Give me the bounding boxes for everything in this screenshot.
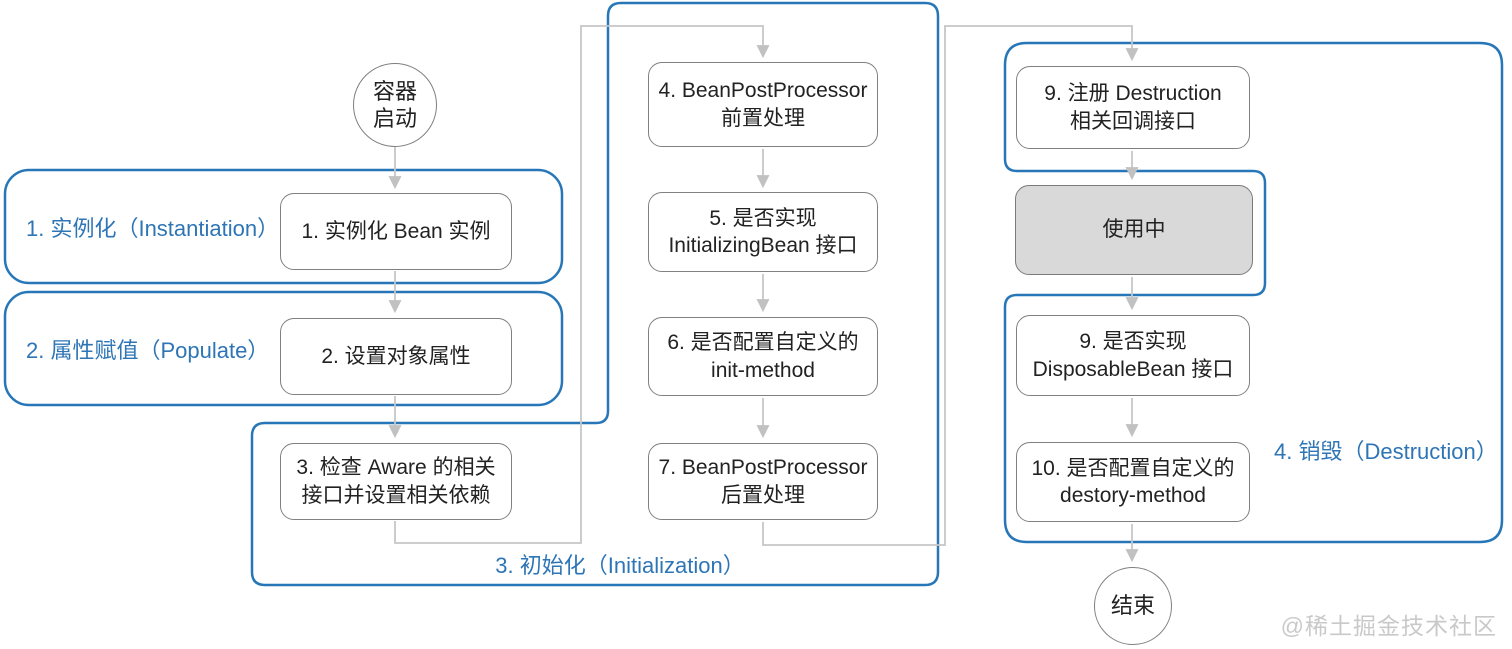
- populate-container: [3, 290, 564, 407]
- watermark: @稀土掘金技术社区: [1281, 607, 1497, 641]
- step-box-set-properties: 2. 设置对象属性: [280, 318, 512, 395]
- step-box-bpp-before-label: 4. BeanPostProcessor 前置处理: [658, 79, 868, 130]
- step-box-disposable-bean: 9. 是否实现 DisposableBean 接口: [1016, 315, 1250, 396]
- step-box-initializing-bean: 5. 是否实现 InitializingBean 接口: [648, 192, 878, 272]
- step-box-register-destruction: 9. 注册 Destruction 相关回调接口: [1016, 66, 1250, 149]
- step-box-disposable-bean-label: 9. 是否实现 DisposableBean 接口: [1032, 330, 1234, 381]
- state-box-in-use: 使用中: [1015, 185, 1253, 275]
- step-box-bpp-after-label: 7. BeanPostProcessor 后置处理: [658, 456, 868, 507]
- step-box-init-method: 6. 是否配置自定义的 init-method: [648, 317, 878, 396]
- step-box-check-aware-label: 3. 检查 Aware 的相关 接口并设置相关依赖: [296, 456, 496, 507]
- state-box-in-use-label: 使用中: [1102, 218, 1166, 242]
- step-box-instantiate-bean-label: 1. 实例化 Bean 实例: [301, 219, 491, 243]
- destruction-container: [1003, 41, 1504, 544]
- step-box-bpp-after: 7. BeanPostProcessor 后置处理: [648, 443, 878, 520]
- phase-label-instantiation: 1. 实例化（Instantiation）: [26, 170, 286, 283]
- step-box-check-aware: 3. 检查 Aware 的相关 接口并设置相关依赖: [280, 443, 512, 520]
- step-box-instantiate-bean: 1. 实例化 Bean 实例: [280, 193, 512, 270]
- instantiation-container: [3, 168, 564, 285]
- step-box-destroy-method: 10. 是否配置自定义的 destory-method: [1016, 442, 1250, 522]
- phase-label-destruction: 4. 销毁（Destruction）: [1274, 434, 1504, 466]
- end-circle: 结束: [1094, 567, 1172, 645]
- watermark-text: @稀土掘金技术社区: [1280, 613, 1497, 639]
- start-circle: 容器 启动: [353, 63, 437, 147]
- connector-box7-to-register: [762, 25, 1139, 546]
- end-circle-label: 结束: [1110, 593, 1155, 619]
- phase-label-initialization: 3. 初始化（Initialization）: [430, 548, 810, 580]
- phase-label-destruction-text: 4. 销毁（Destruction）: [1274, 439, 1498, 464]
- phase-label-initialization-text: 3. 初始化（Initialization）: [495, 553, 745, 578]
- start-circle-label: 容器 启动: [372, 78, 417, 132]
- initialization-container: [250, 1, 940, 587]
- phase-label-instantiation-text: 1. 实例化（Instantiation）: [26, 215, 280, 241]
- connector-box3-to-box4: [394, 25, 770, 544]
- phase-label-populate-text: 2. 属性赋值（Populate）: [26, 337, 270, 363]
- step-box-destroy-method-label: 10. 是否配置自定义的 destory-method: [1031, 456, 1235, 507]
- phase-label-populate: 2. 属性赋值（Populate）: [26, 292, 286, 405]
- step-box-initializing-bean-label: 5. 是否实现 InitializingBean 接口: [668, 206, 858, 257]
- step-box-bpp-before: 4. BeanPostProcessor 前置处理: [648, 62, 878, 147]
- step-box-register-destruction-label: 9. 注册 Destruction 相关回调接口: [1044, 82, 1222, 133]
- step-box-set-properties-label: 2. 设置对象属性: [321, 344, 471, 368]
- step-box-init-method-label: 6. 是否配置自定义的 init-method: [667, 331, 859, 382]
